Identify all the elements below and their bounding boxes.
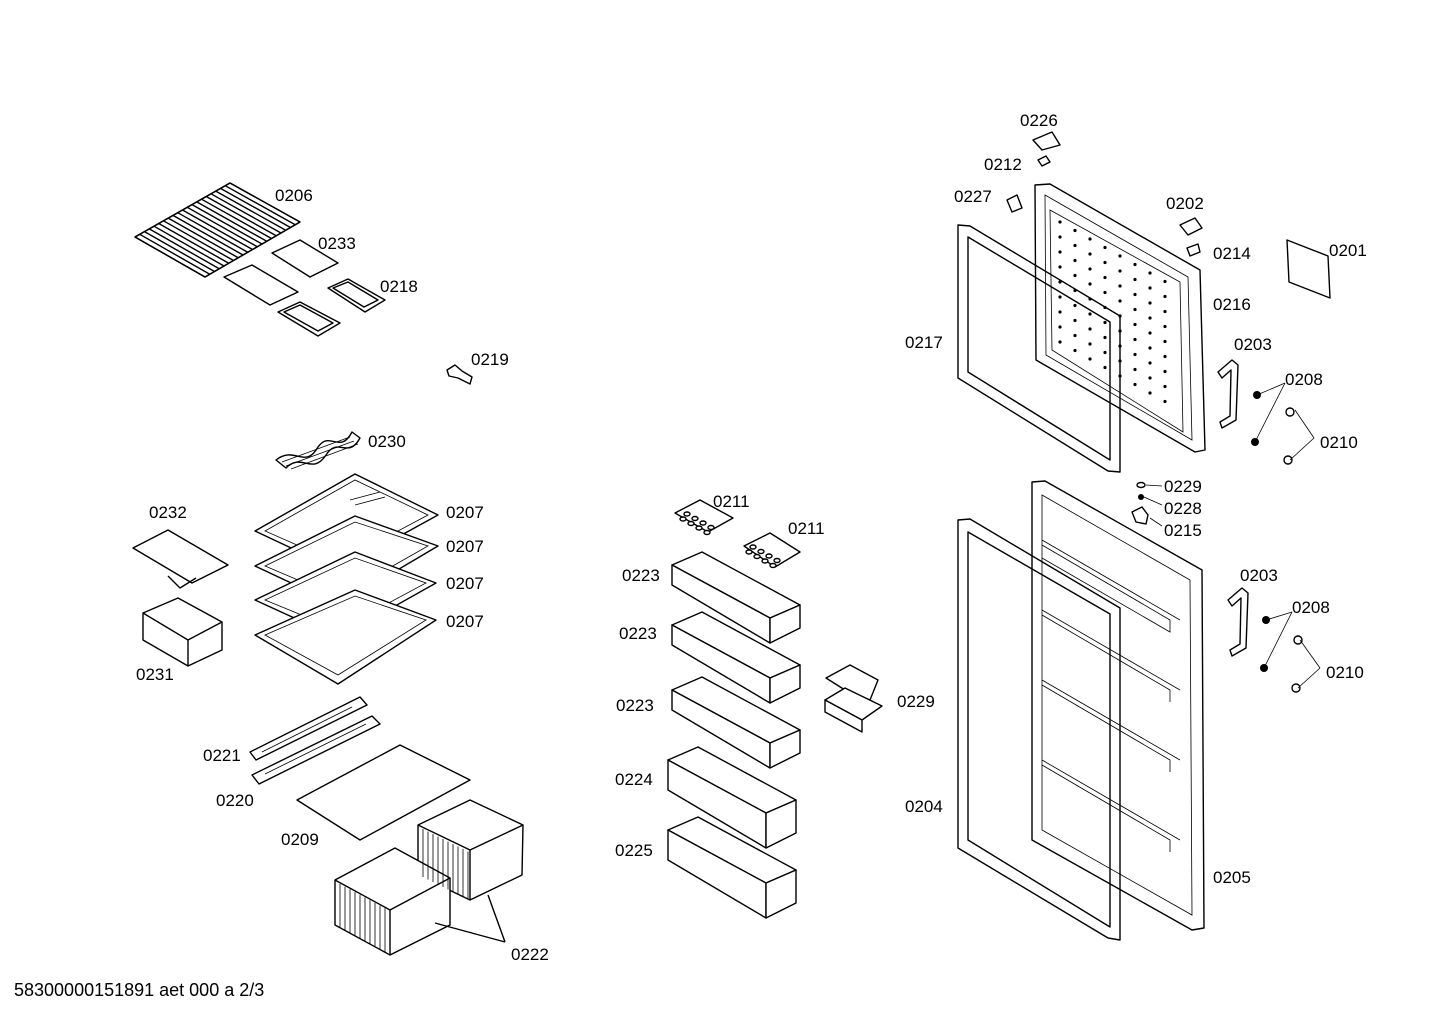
label-0212: 0212 bbox=[984, 155, 1022, 174]
part-0230-bottle-rack bbox=[275, 431, 361, 470]
label-0210: 0210 bbox=[1320, 433, 1358, 452]
label-0230: 0230 bbox=[368, 432, 406, 451]
part-small-hinge-parts bbox=[1006, 131, 1331, 299]
label-0222: 0222 bbox=[511, 945, 549, 964]
part-0209-crisper-cover bbox=[296, 744, 471, 841]
callout-labels: 0206 0233 0218 0219 0230 0232 0207 0207 … bbox=[136, 111, 1367, 964]
part-0207-glass-shelves bbox=[254, 473, 439, 685]
label-0211: 0211 bbox=[713, 492, 750, 511]
label-0227: 0227 bbox=[954, 187, 992, 206]
part-0231-drawer bbox=[142, 597, 223, 667]
part-handles-screws bbox=[1131, 359, 1303, 693]
door-bin bbox=[671, 676, 801, 769]
label-0233: 0233 bbox=[318, 234, 356, 253]
door-bin bbox=[667, 816, 797, 919]
label-0231: 0231 bbox=[136, 665, 174, 684]
part-0219-ice-scraper bbox=[446, 364, 473, 385]
label-0223: 0223 bbox=[622, 566, 660, 585]
label-0201: 0201 bbox=[1329, 241, 1367, 260]
label-0224: 0224 bbox=[615, 770, 653, 789]
label-0207: 0207 bbox=[446, 537, 484, 556]
label-0203: 0203 bbox=[1240, 566, 1278, 585]
label-0223: 0223 bbox=[619, 624, 657, 643]
part-0232-small-shelf bbox=[132, 529, 229, 589]
part-0211-egg-trays bbox=[674, 499, 801, 569]
label-0232: 0232 bbox=[149, 503, 187, 522]
label-0207: 0207 bbox=[446, 574, 484, 593]
label-0203: 0203 bbox=[1234, 335, 1272, 354]
label-0215: 0215 bbox=[1164, 521, 1202, 540]
part-0204-fridge-gasket bbox=[957, 518, 1121, 941]
part-0205-fridge-door bbox=[1031, 480, 1205, 931]
part-0229-dairy-compartment bbox=[824, 664, 883, 733]
label-0219: 0219 bbox=[471, 350, 509, 369]
label-0207: 0207 bbox=[446, 612, 484, 631]
label-0214: 0214 bbox=[1213, 244, 1251, 263]
part-0222-crisper-bins bbox=[334, 799, 524, 956]
label-0210: 0210 bbox=[1326, 663, 1364, 682]
label-0229: 0229 bbox=[1164, 477, 1202, 496]
label-0223: 0223 bbox=[616, 696, 654, 715]
label-0228: 0228 bbox=[1164, 499, 1202, 518]
label-0220: 0220 bbox=[216, 791, 254, 810]
label-0216: 0216 bbox=[1213, 295, 1251, 314]
label-0208: 0208 bbox=[1292, 598, 1330, 617]
label-0229: 0229 bbox=[897, 692, 935, 711]
label-0221: 0221 bbox=[203, 746, 241, 765]
label-0202: 0202 bbox=[1166, 194, 1204, 213]
label-0205: 0205 bbox=[1213, 868, 1251, 887]
leader-lines bbox=[1143, 382, 1321, 689]
part-0221-0220-strips bbox=[249, 696, 381, 785]
label-0226: 0226 bbox=[1020, 111, 1058, 130]
part-0206-wire-shelf bbox=[134, 182, 301, 278]
part-0233-plates bbox=[223, 239, 339, 306]
label-0225: 0225 bbox=[615, 841, 653, 860]
part-0217-freezer-gasket bbox=[957, 224, 1121, 473]
label-0207: 0207 bbox=[446, 503, 484, 522]
door-bin bbox=[671, 611, 801, 704]
part-door-bins bbox=[667, 551, 801, 919]
label-0206: 0206 bbox=[275, 186, 313, 205]
document-id-footer: 58300000151891 aet 000 a 2/3 bbox=[14, 980, 265, 1000]
door-bin bbox=[667, 746, 797, 849]
label-0218: 0218 bbox=[380, 277, 418, 296]
door-bin bbox=[671, 551, 801, 644]
label-0208: 0208 bbox=[1285, 370, 1323, 389]
part-0218-ice-trays bbox=[277, 278, 386, 337]
label-0209: 0209 bbox=[281, 830, 319, 849]
label-0217: 0217 bbox=[905, 333, 943, 352]
label-0204: 0204 bbox=[905, 797, 943, 816]
label-0211: 0211 bbox=[788, 519, 825, 538]
